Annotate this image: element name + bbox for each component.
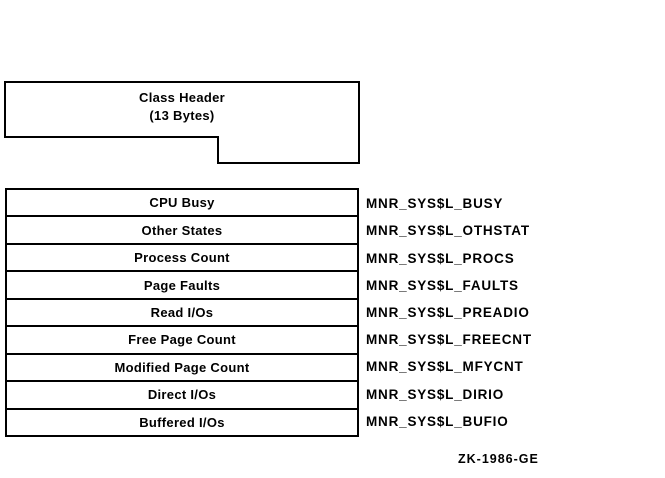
field-label: Free Page Count [128, 332, 236, 348]
field-label: Other States [141, 222, 223, 238]
symbol-label: MNR_SYS$L_OTHSTAT [366, 223, 530, 239]
table-row: Direct I/Os [7, 382, 357, 410]
table-row: CPU Busy [7, 190, 357, 218]
field-label: Page Faults [143, 277, 221, 293]
symbol-label: MNR_SYS$L_PROCS [366, 250, 515, 266]
field-label: Process Count [134, 250, 230, 266]
table-row: Buffered I/Os [7, 410, 357, 435]
field-label: Direct I/Os [147, 387, 217, 403]
class-header-title: Class Header [139, 90, 225, 105]
field-label: Modified Page Count [114, 359, 250, 375]
symbol-label: MNR_SYS$L_BUFIO [366, 413, 509, 429]
table-row: Modified Page Count [7, 355, 357, 383]
field-label: Read I/Os [150, 304, 214, 320]
table-row: Other States [7, 217, 357, 245]
class-header-size: (13 Bytes) [149, 108, 215, 123]
class-header-label: Class Header (13 Bytes) [5, 89, 359, 125]
field-label: Buffered I/Os [139, 414, 225, 430]
table-row: Page Faults [7, 272, 357, 300]
record-field-table: CPU Busy Other States Process Count Page… [5, 188, 359, 437]
symbol-label: MNR_SYS$L_FAULTS [366, 277, 519, 293]
symbol-label: MNR_SYS$L_PREADIO [366, 304, 530, 320]
symbol-label: MNR_SYS$L_DIRIO [366, 386, 505, 402]
symbol-label: MNR_SYS$L_FREECNT [366, 332, 532, 348]
table-row: Process Count [7, 245, 357, 273]
symbol-label: MNR_SYS$L_BUSY [366, 196, 504, 212]
field-label: CPU Busy [149, 195, 215, 211]
symbol-label: MNR_SYS$L_MFYCNT [366, 359, 524, 375]
figure-id: ZK-1986-GE [458, 452, 539, 466]
table-row: Read I/Os [7, 300, 357, 328]
table-row: Free Page Count [7, 327, 357, 355]
symbol-name-column: MNR_SYS$L_BUSY MNR_SYS$L_OTHSTAT MNR_SYS… [366, 188, 626, 437]
